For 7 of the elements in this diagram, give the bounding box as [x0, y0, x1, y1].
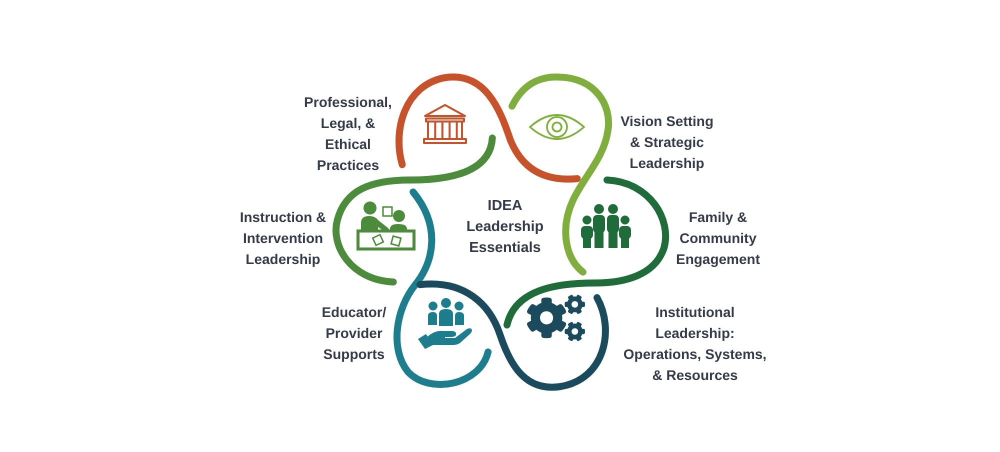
topic-label: Family & Community Engagement — [674, 208, 761, 269]
topic-label: Institutional Leadership: Operations, Systems, & Resources — [622, 303, 768, 385]
center-title: IDEA Leadership Essentials — [465, 197, 545, 258]
topic-label: Educator/ Provider Supports — [320, 303, 388, 364]
topic-label: Professional, Legal, & Ethical Practices — [303, 93, 393, 175]
topic-label: Vision Setting & Strategic Leadership — [619, 112, 715, 173]
topic-label: Instruction & Intervention Leadership — [238, 208, 328, 269]
